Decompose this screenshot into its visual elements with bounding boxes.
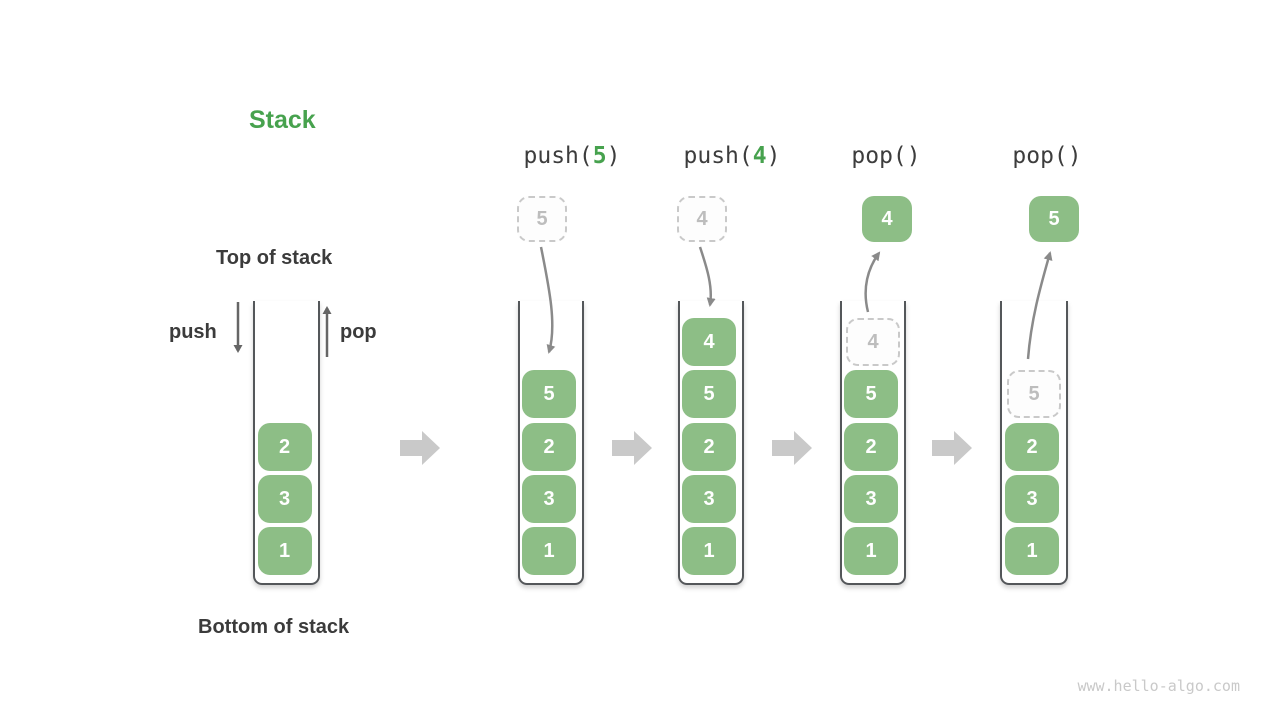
operation-text: ): [606, 143, 621, 169]
step-arrow-icon: [400, 431, 440, 465]
operation-text: push(: [523, 143, 593, 169]
operation-text: ): [766, 143, 781, 169]
stack-block: 2: [844, 423, 898, 471]
operation-arg: 4: [752, 143, 767, 169]
step-arrow-icon: [932, 431, 972, 465]
push-4-arrow: [698, 246, 716, 307]
stack-block: 5: [522, 370, 576, 418]
pop-label: pop: [340, 321, 377, 343]
operation-text: pop(): [851, 143, 921, 169]
stack-block: 3: [257, 475, 312, 523]
diagram-title: Stack: [249, 106, 316, 134]
operation-label-pop-first: pop(): [851, 143, 920, 169]
stack-container-after-pop-4: [840, 301, 906, 585]
operation-label-push-5: push(5): [524, 143, 621, 169]
step-arrow-icon: [612, 431, 652, 465]
dashed-value-box-5: 5: [517, 196, 567, 242]
stack-block: 2: [1005, 423, 1059, 471]
operation-label-push-4: push(4): [684, 143, 781, 169]
stack-container-after-push-5: [518, 301, 584, 585]
stack-block: 1: [257, 527, 312, 575]
dashed-value-box-4: 4: [677, 196, 727, 242]
stack-container-after-pop-5: [1000, 301, 1068, 585]
stack-block: 1: [1005, 527, 1059, 575]
top-of-stack-label: Top of stack: [216, 247, 333, 269]
stack-block: 1: [522, 527, 576, 575]
stack-block: 3: [682, 475, 736, 523]
stack-block: 2: [257, 423, 312, 471]
stack-block: 1: [682, 527, 736, 575]
bottom-of-stack-label: Bottom of stack: [198, 616, 350, 638]
ghost-block: 4: [846, 318, 900, 366]
operation-arg: 5: [592, 143, 607, 169]
stack-container-initial-stack: [253, 301, 320, 585]
stack-block: 4: [682, 318, 736, 366]
operation-text: push(: [683, 143, 753, 169]
stack-block: 5: [682, 370, 736, 418]
watermark: www.hello-algo.com: [1077, 677, 1240, 695]
stack-block: 1: [844, 527, 898, 575]
ghost-block: 5: [1007, 370, 1061, 418]
operation-text: pop(): [1012, 143, 1082, 169]
stack-container-after-push-4: [678, 301, 744, 585]
stack-block: 2: [522, 423, 576, 471]
operation-label-pop-second: pop(): [1012, 143, 1081, 169]
push-label: push: [169, 321, 217, 343]
popped-value-box-5: 5: [1029, 196, 1079, 242]
stack-block: 3: [844, 475, 898, 523]
popped-value-box-4: 4: [862, 196, 912, 242]
step-arrow-icon: [772, 431, 812, 465]
stack-block: 2: [682, 423, 736, 471]
stack-block: 3: [1005, 475, 1059, 523]
stack-block: 5: [844, 370, 898, 418]
stack-block: 3: [522, 475, 576, 523]
